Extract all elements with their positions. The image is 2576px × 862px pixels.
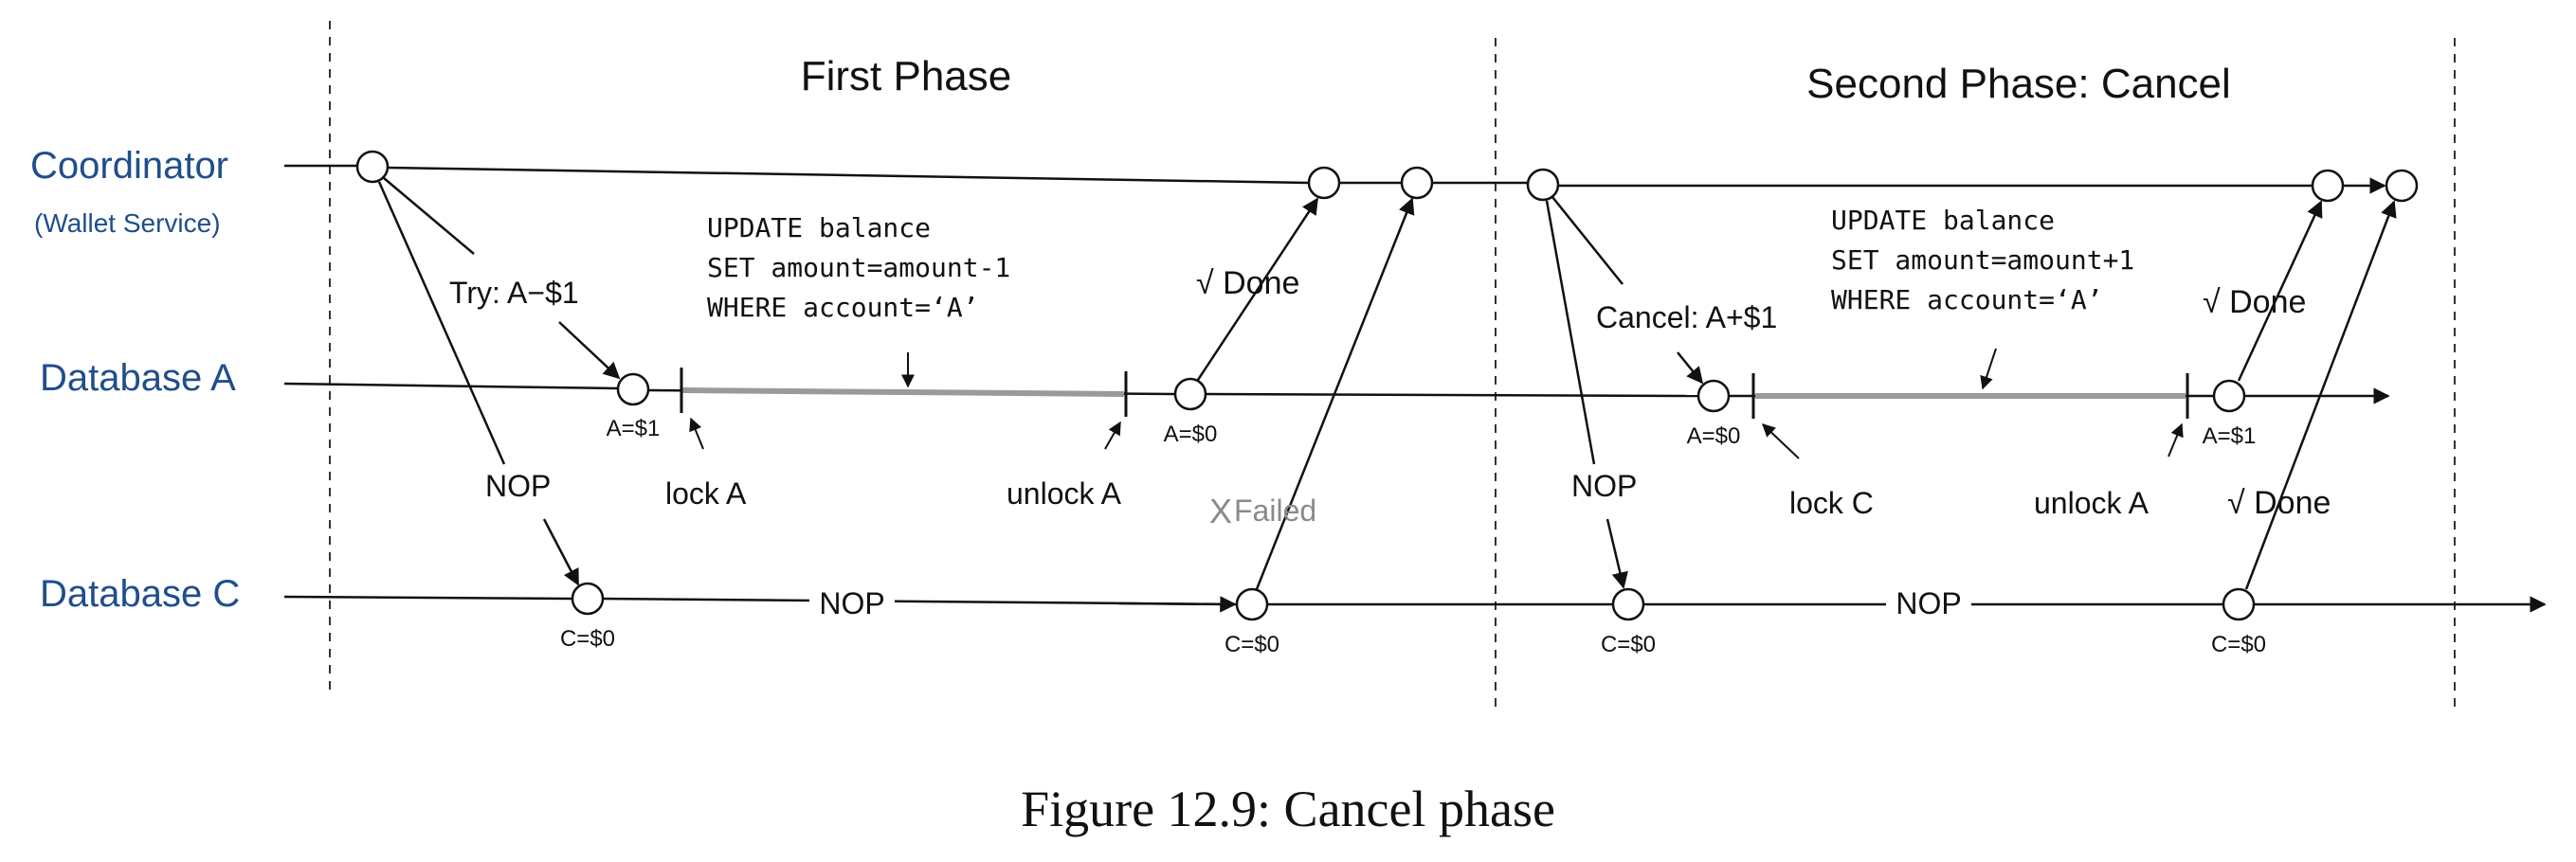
- lock-pointer-first: [689, 417, 704, 450]
- label-unlock-a-second: unlock A: [2034, 486, 2150, 520]
- label-cancel: Cancel: A+$1: [1596, 300, 1777, 334]
- arrow-nop: [542, 518, 580, 586]
- sql-line-1-first: UPDATE balance: [707, 212, 931, 243]
- nop-label-bg-second: [1886, 587, 1971, 621]
- database-c-node-nop: [571, 582, 605, 616]
- unlock-pointer-second: [2168, 422, 2184, 458]
- nop-label-bg-first: [809, 587, 895, 621]
- coordinator-lane-line: [387, 166, 1310, 185]
- arrow-done-a: [1196, 197, 1319, 381]
- value-a-cancel: A=$0: [1687, 423, 1741, 449]
- coordinator-node-failed-c: [1400, 166, 1434, 200]
- lane-label-database-c: Database C: [40, 573, 240, 615]
- lock-pointer-second: [1761, 423, 1800, 459]
- value-c-failed: C=$0: [1225, 632, 1279, 657]
- value-a-cancel-done: A=$1: [2203, 423, 2257, 449]
- db-c-nop-label-first: NOP: [819, 586, 884, 620]
- lane-label-coordinator: Coordinator: [30, 145, 228, 187]
- sql-execution-bar-first: [681, 387, 1125, 397]
- value-c-cancel-done: C=$0: [2211, 632, 2266, 657]
- arrow-cancel: [1677, 351, 1704, 385]
- database-c-node-failed: [1235, 587, 1269, 621]
- sql-line-2-first: SET amount=amount-1: [707, 252, 1010, 283]
- label-nop-second: NOP: [1571, 469, 1637, 503]
- label-done-a-second: √ Done: [2203, 284, 2306, 320]
- value-a-try: A=$1: [607, 416, 661, 441]
- arrow-cancel-nop-segment: [1545, 200, 1596, 465]
- database-a-lane-line: [283, 382, 619, 390]
- sql-pointer-second: [1980, 348, 1997, 390]
- coordinator-node-cancel-start: [1526, 168, 1560, 202]
- label-done-a-first: √ Done: [1196, 265, 1299, 301]
- unlock-pointer-first: [1104, 421, 1121, 450]
- lane-label-coordinator-sub: (Wallet Service): [34, 208, 221, 238]
- arrow-failed-c: [1255, 197, 1415, 590]
- value-c-cancel-nop: C=$0: [1601, 632, 1656, 657]
- sql-line-2-second: SET amount=amount+1: [1831, 244, 2134, 276]
- coordinator-node-done-a: [1307, 166, 1341, 200]
- database-a-node-cancel-done: [2212, 379, 2246, 413]
- database-a-node-cancel: [1696, 379, 1731, 413]
- arrow-try: [558, 321, 621, 380]
- arrow-cancel-nop: [1605, 518, 1628, 589]
- database-c-node-cancel-done: [2222, 587, 2256, 621]
- arrow-nop-segment: [377, 181, 506, 465]
- label-lock-a: lock A: [665, 476, 747, 511]
- label-nop-first: NOP: [485, 469, 551, 503]
- label-lock-c: lock C: [1789, 486, 1874, 520]
- db-c-nop-arrow-first: [1117, 596, 1237, 613]
- database-c-lane-line: [283, 595, 573, 601]
- coordinator-node-cancel-done-c: [2385, 169, 2419, 203]
- label-done-c-second: √ Done: [2227, 485, 2331, 521]
- database-a-node-done: [1173, 377, 1207, 411]
- sql-line-3-first: WHERE account=‘A’: [707, 292, 979, 323]
- phase-title-first: First Phase: [801, 53, 1012, 99]
- database-a-node-try: [616, 372, 650, 406]
- figure-caption: Figure 12.9: Cancel phase: [1021, 781, 1555, 837]
- arrow-cancel-done-c: [2244, 200, 2397, 590]
- arrow-try-segment: [383, 177, 475, 255]
- label-failed: Failed: [1234, 494, 1316, 528]
- value-c-nop: C=$0: [560, 626, 615, 652]
- phase-title-second: Second Phase: Cancel: [1806, 61, 2231, 107]
- arrow-cancel-segment: [1551, 196, 1624, 285]
- database-a-lane-line: [1205, 392, 1699, 398]
- coordinator-node-cancel-done-a: [2311, 169, 2345, 203]
- label-failed-mark: X: [1209, 492, 1232, 530]
- sql-line-3-second: WHERE account=‘A’: [1831, 284, 2103, 315]
- value-a-done: A=$0: [1164, 422, 1218, 447]
- database-c-node-cancel-nop: [1611, 587, 1645, 621]
- label-unlock-a-first: unlock A: [1007, 476, 1122, 511]
- db-c-nop-label-second: NOP: [1896, 586, 1961, 620]
- lane-label-database-a: Database A: [40, 357, 236, 399]
- label-try: Try: A−$1: [449, 276, 579, 310]
- sql-line-1-second: UPDATE balance: [1831, 205, 2055, 236]
- coordinator-start-node: [355, 150, 390, 184]
- arrow-cancel-done-a: [2237, 200, 2323, 382]
